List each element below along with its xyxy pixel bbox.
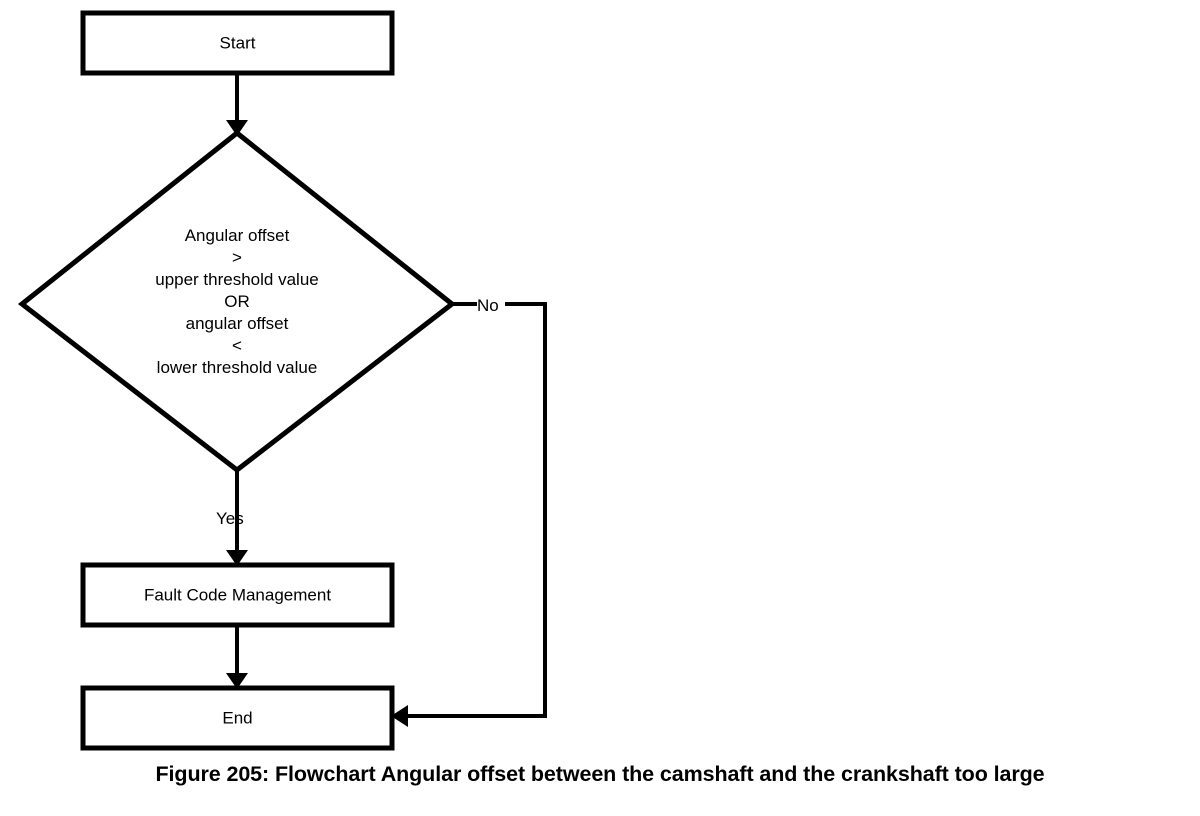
- node-decision[interactable]: Angular offset > upper threshold value O…: [17, 129, 457, 474]
- node-fault-code-management[interactable]: Fault Code Management: [80, 562, 395, 628]
- edge-fault-to-end-arrowhead: [226, 673, 248, 689]
- decision-text-line-7: lower threshold value: [157, 358, 318, 377]
- decision-text-line-3: upper threshold value: [155, 270, 319, 289]
- edge-fault-to-end: [226, 625, 248, 689]
- node-end[interactable]: End: [80, 685, 395, 751]
- edge-start-to-decision-arrowhead: [226, 120, 248, 136]
- end-label: End: [222, 708, 252, 727]
- decision-text-line-5: angular offset: [186, 314, 289, 333]
- edge-label-yes: Yes: [216, 509, 244, 528]
- node-start[interactable]: Start: [80, 10, 395, 76]
- start-label: Start: [220, 33, 256, 52]
- edge-label-no: No: [477, 296, 499, 315]
- decision-text-line-6: <: [232, 336, 242, 355]
- edge-no-arrowhead: [391, 705, 408, 727]
- figure-caption: Figure 205: Flowchart Angular offset bet…: [155, 762, 1045, 786]
- edge-decision-no: No: [391, 296, 547, 727]
- decision-text-line-4: OR: [224, 292, 250, 311]
- decision-text-line-1: Angular offset: [185, 226, 290, 245]
- edge-decision-yes: Yes: [216, 470, 248, 566]
- decision-text-line-2: >: [232, 248, 242, 267]
- flowchart-diagram: Start Angular offset > upper threshold v…: [17, 10, 547, 751]
- end-box-shape: [80, 685, 395, 751]
- edge-start-to-decision: [226, 73, 248, 136]
- edge-yes-arrowhead: [226, 550, 248, 566]
- fault-code-management-label: Fault Code Management: [144, 585, 331, 604]
- fault-code-management-box-shape: [80, 562, 395, 628]
